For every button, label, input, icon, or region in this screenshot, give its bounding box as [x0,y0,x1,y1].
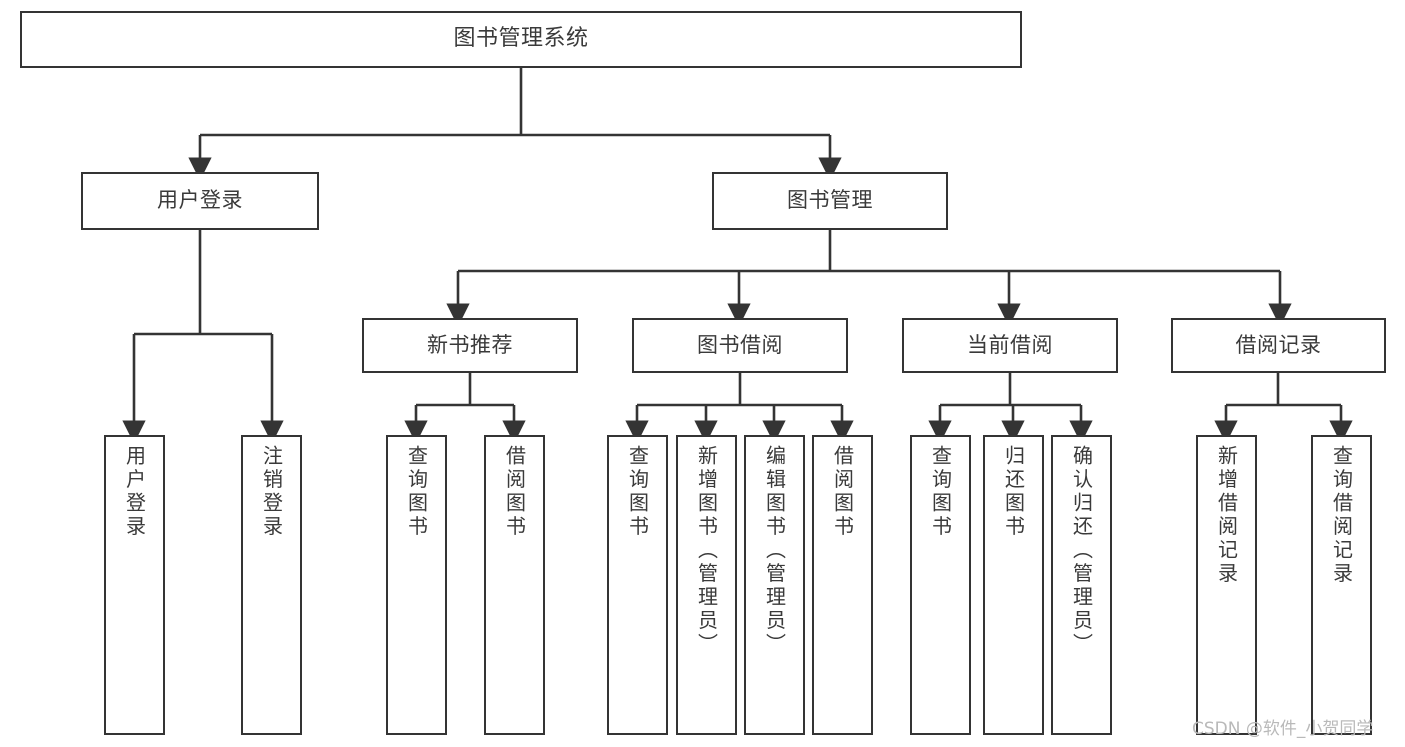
node-label: 查询图书 [928,445,953,539]
node-leaf-confirm-return[interactable]: 确认归还（管理员） [1051,435,1112,735]
node-leaf-query-book-1[interactable]: 查询图书 [386,435,447,735]
node-label: 用户登录 [157,188,243,213]
node-label: 当前借阅 [967,332,1053,357]
node-leaf-query-book-3[interactable]: 查询图书 [910,435,971,735]
node-label: 编辑图书（管理员） [762,445,787,657]
node-leaf-return-book[interactable]: 归还图书 [983,435,1044,735]
node-label: 用户登录 [122,445,147,539]
node-book-borrow[interactable]: 图书借阅 [632,318,848,373]
node-user-login[interactable]: 用户登录 [81,172,319,230]
node-label: 图书借阅 [697,332,783,357]
node-leaf-add-book[interactable]: 新增图书（管理员） [676,435,737,735]
node-leaf-add-record[interactable]: 新增借阅记录 [1196,435,1257,735]
node-label: 查询图书 [404,445,429,539]
node-leaf-query-book-2[interactable]: 查询图书 [607,435,668,735]
node-label: 图书管理系统 [453,26,589,52]
node-leaf-borrow-book-1[interactable]: 借阅图书 [484,435,545,735]
node-label: 注销登录 [259,445,284,539]
node-book-manage[interactable]: 图书管理 [712,172,948,230]
node-new-book-rec[interactable]: 新书推荐 [362,318,578,373]
node-label: 借阅图书 [830,445,855,539]
node-label: 新增图书（管理员） [694,445,719,657]
node-leaf-borrow-book-2[interactable]: 借阅图书 [812,435,873,735]
node-label: 借阅记录 [1235,332,1322,357]
node-label: 确认归还（管理员） [1069,445,1094,657]
node-current-borrow[interactable]: 当前借阅 [902,318,1118,373]
node-leaf-logout[interactable]: 注销登录 [241,435,302,735]
node-root-system[interactable]: 图书管理系统 [20,11,1022,68]
node-leaf-user-login[interactable]: 用户登录 [104,435,165,735]
node-leaf-edit-book[interactable]: 编辑图书（管理员） [744,435,805,735]
node-label: 新增借阅记录 [1214,445,1239,586]
node-leaf-query-record[interactable]: 查询借阅记录 [1311,435,1372,735]
node-label: 借阅图书 [502,445,527,539]
node-label: 新书推荐 [427,332,513,357]
watermark-text: CSDN @软件_小贺同学 [1192,719,1374,739]
node-label: 图书管理 [787,188,873,213]
node-label: 查询图书 [625,445,650,539]
node-label: 查询借阅记录 [1329,445,1354,586]
node-borrow-record[interactable]: 借阅记录 [1171,318,1386,373]
node-label: 归还图书 [1001,445,1026,539]
